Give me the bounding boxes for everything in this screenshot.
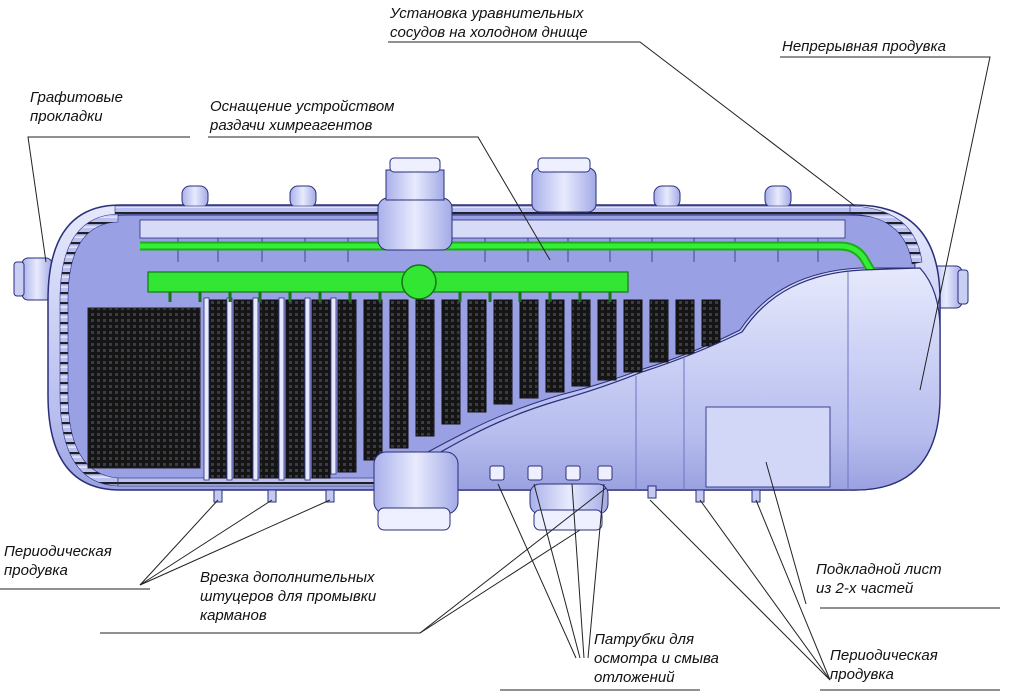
label-line: Периодическая <box>830 647 938 664</box>
label-extra-nozzles: Врезка дополнительных штуцеров для промы… <box>200 568 376 625</box>
label-continuous-blowdown: Непрерывная продувка <box>782 37 946 56</box>
ceiling-plates <box>139 219 846 239</box>
shell-wall-right <box>849 205 923 265</box>
label-line: Непрерывная продувка <box>782 38 946 55</box>
leader-lines <box>0 41 1000 691</box>
label-line: сосудов на холодном днище <box>390 24 588 41</box>
label-line: штуцеров для промывки <box>200 588 377 605</box>
shell-wall-top <box>114 205 856 215</box>
label-line: Периодическая <box>4 543 112 560</box>
shell-wall-bottom <box>117 477 381 487</box>
top-collector-right <box>531 157 597 213</box>
label-chem-dosing: Оснащение устройством раздачи химреагент… <box>210 97 394 135</box>
vessel <box>13 157 969 531</box>
label-line: продувка <box>830 666 894 683</box>
label-line: Установка уравнительных <box>390 5 584 22</box>
label-inspection-nozzles: Патрубки для осмотра и смыва отложений <box>594 630 719 687</box>
label-line: Патрубки для <box>594 631 695 648</box>
label-line: раздачи химреагентов <box>210 117 373 134</box>
shell-seams <box>635 272 849 490</box>
label-equalizing-vessels: Установка уравнительных сосудов на холод… <box>390 4 588 42</box>
label-line: из 2-х частей <box>816 580 914 597</box>
label-line: Графитовые <box>30 89 123 106</box>
label-line: продувка <box>4 562 68 579</box>
label-periodic-blowdown-right: Периодическая продувка <box>830 646 938 684</box>
label-graphite-gaskets: Графитовые прокладки <box>30 88 123 126</box>
label-periodic-blowdown-left: Периодическая продувка <box>4 542 112 580</box>
left-end-nozzle <box>13 257 53 301</box>
label-line: Оснащение устройством <box>210 98 395 115</box>
bottom-collector-right <box>529 483 609 531</box>
manifold-drop-pipes <box>168 292 612 302</box>
bottom-collector-left <box>373 451 459 531</box>
shell-wall-left <box>59 213 119 487</box>
label-line: карманов <box>200 607 267 624</box>
spacer-grids <box>203 297 721 481</box>
label-line: Подкладной лист <box>816 561 942 578</box>
label-line: отложений <box>594 669 675 686</box>
tube-bundle <box>87 307 201 469</box>
dosing-manifold <box>147 264 629 300</box>
blowdown-stubs <box>213 485 761 503</box>
label-line: осмотра и смыва <box>594 650 719 667</box>
backing-plate <box>705 406 831 488</box>
inspection-nozzles <box>489 465 613 481</box>
label-line: Врезка дополнительных <box>200 569 375 586</box>
top-collector-left <box>377 157 453 251</box>
label-line: прокладки <box>30 108 103 125</box>
label-backing-plate: Подкладной лист из 2-х частей <box>816 560 942 598</box>
